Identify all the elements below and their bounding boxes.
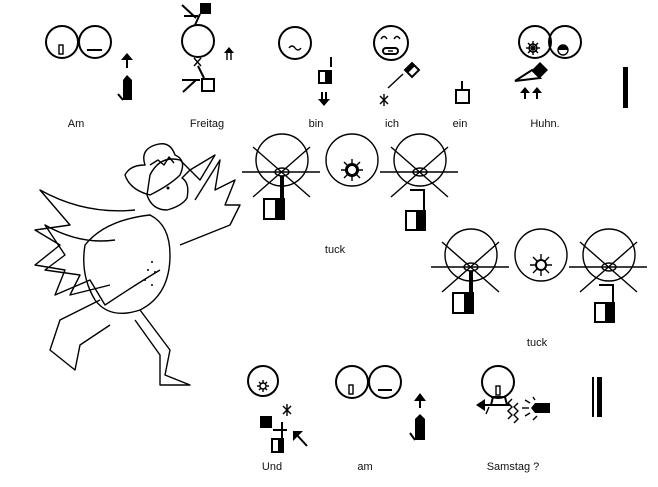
word-und: Und (261, 461, 283, 473)
double-bar-icon (592, 377, 602, 417)
sound-label-tuck-1: tuck (324, 244, 346, 256)
light-off-icon (569, 228, 647, 323)
sound-label-tuck-2: tuck (526, 337, 548, 349)
word-samstag: Samstag ? (486, 461, 540, 473)
word-ich: ich (384, 118, 400, 130)
one-indefinite-article-icon (455, 81, 470, 104)
word-ein: ein (452, 118, 468, 130)
word-huhn: Huhn. (530, 118, 560, 130)
period-bar-icon (623, 67, 628, 108)
chicken-wing (34, 189, 161, 306)
chicken-icon (514, 25, 582, 99)
day-before-two-circles-icon (45, 25, 133, 101)
word-bin: bin (308, 118, 324, 130)
chicken-leg-front (134, 309, 191, 386)
chicken-tail (179, 159, 241, 246)
saturday-icon (476, 365, 550, 424)
sun-icon (325, 133, 379, 187)
chicken-leg-back (49, 299, 111, 371)
to-be-icon (278, 26, 332, 106)
friday-icon (181, 3, 234, 93)
word-freitag: Freitag (189, 118, 225, 130)
word-am-2: am (357, 461, 373, 473)
word-am: Am (67, 118, 85, 130)
on-the-day-icon (335, 365, 426, 441)
chicken-beak (189, 154, 216, 181)
chicken-comb (124, 143, 184, 196)
i-me-icon (373, 25, 421, 106)
and-icon (247, 365, 308, 453)
sun-icon (514, 228, 568, 282)
light-off-icon (380, 133, 458, 231)
light-on-icon (242, 133, 320, 220)
chicken-body (83, 214, 171, 314)
light-on-icon (431, 228, 509, 314)
